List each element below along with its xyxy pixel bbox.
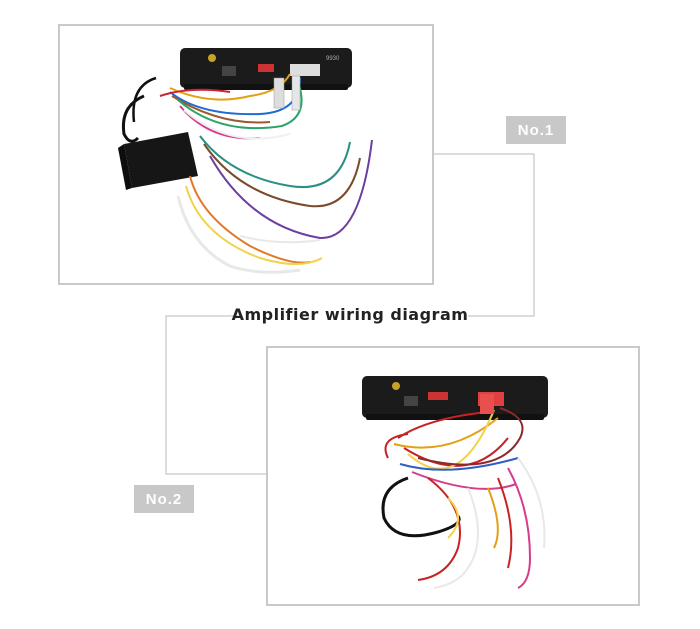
amplifier-photo-2 xyxy=(362,376,548,589)
photo-1-frame: 9930 xyxy=(58,24,434,285)
diagram-title: Amplifier wiring diagram xyxy=(231,305,469,324)
photo-2-frame xyxy=(266,346,640,606)
amplifier-photo-1: 9930 xyxy=(118,48,373,274)
device-model-label: 9930 xyxy=(326,56,340,62)
label-no2: No.2 xyxy=(134,485,194,513)
label-no1: No.1 xyxy=(506,116,566,144)
